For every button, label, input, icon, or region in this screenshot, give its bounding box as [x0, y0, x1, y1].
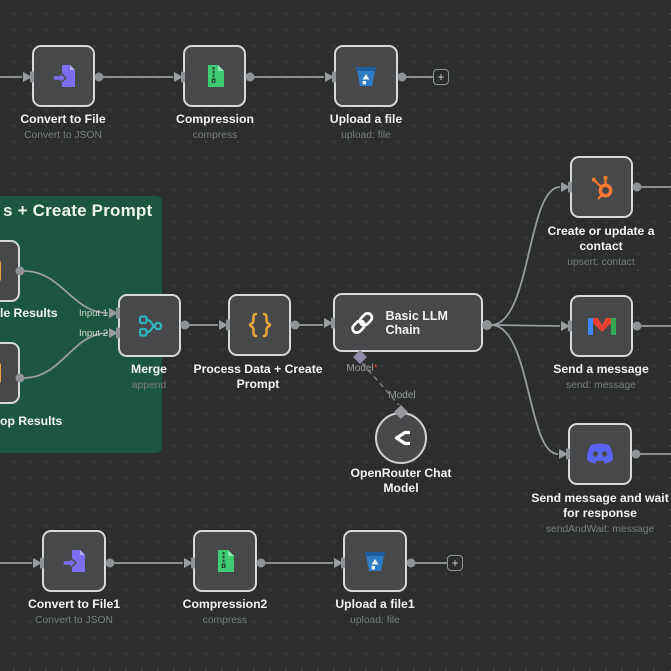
node-label-partial-bottom: op Results — [0, 414, 63, 428]
hubspot-icon — [591, 175, 612, 200]
bucket-icon — [356, 67, 376, 86]
zip-file-icon — [218, 550, 234, 572]
node-label-merge: Merge append — [131, 362, 167, 391]
orange-node-icon — [0, 260, 1, 282]
plus-icon: + — [437, 70, 445, 84]
add-node-button-bottom[interactable]: + — [447, 555, 463, 571]
node-hubspot[interactable] — [570, 156, 633, 218]
llm-model-port-label: Model* — [346, 363, 378, 374]
node-partial-top[interactable] — [0, 240, 20, 302]
node-label-upload-a-file: Upload a file upload: file — [329, 112, 403, 141]
node-upload-a-file1[interactable] — [343, 530, 407, 592]
node-merge[interactable] — [118, 294, 181, 357]
node-discord[interactable] — [568, 423, 632, 485]
node-label-openrouter: OpenRouter Chat Model — [350, 466, 452, 495]
discord-icon — [587, 443, 613, 464]
node-label-process-data: Process Data + Create Prompt — [193, 362, 323, 391]
model-wire-label: Model — [388, 390, 416, 401]
orange-node-icon — [0, 362, 1, 384]
node-label-discord: Send message and wait for response sendA… — [531, 491, 669, 535]
file-convert-icon — [51, 65, 75, 87]
node-process-data[interactable] — [228, 294, 291, 356]
node-gmail[interactable] — [570, 295, 633, 357]
node-label-convert-to-file1: Convert to File1 Convert to JSON — [27, 597, 121, 626]
zip-file-icon — [207, 65, 224, 87]
code-braces-icon — [248, 312, 271, 338]
chain-icon — [351, 311, 374, 334]
node-partial-bottom[interactable] — [0, 342, 20, 404]
group-title: s + Create Prompt — [3, 201, 153, 220]
gmail-icon — [587, 317, 616, 335]
merge-icon — [138, 314, 162, 337]
file-convert-icon — [62, 550, 85, 572]
node-compression2[interactable] — [193, 530, 257, 592]
merge-input2-label: Input 2 — [78, 328, 108, 339]
node-upload-a-file[interactable] — [334, 45, 398, 107]
merge-input1-label: Input 1 — [78, 308, 108, 319]
bucket-icon — [365, 552, 385, 571]
node-compression[interactable] — [183, 45, 246, 107]
node-openrouter-chat-model[interactable] — [375, 412, 427, 464]
node-label-gmail: Send a message send: message — [553, 362, 649, 391]
plus-icon: + — [451, 556, 459, 570]
node-label-hubspot: Create or update a contact upsert: conta… — [547, 224, 655, 268]
node-convert-to-file1[interactable] — [42, 530, 106, 592]
node-label-convert-to-file: Convert to File Convert to JSON — [20, 112, 106, 141]
node-label-upload-a-file1: Upload a file1 upload: file — [335, 597, 415, 626]
add-node-button-top[interactable]: + — [433, 69, 449, 85]
node-label-compression: Compression compress — [176, 112, 254, 141]
openrouter-icon — [394, 430, 410, 446]
node-convert-to-file[interactable] — [32, 45, 95, 107]
node-title-basic-llm-chain: Basic LLM Chain — [385, 308, 448, 337]
node-basic-llm-chain[interactable]: Basic LLM Chain — [333, 293, 483, 352]
node-label-compression2: Compression2 compress — [182, 597, 268, 626]
